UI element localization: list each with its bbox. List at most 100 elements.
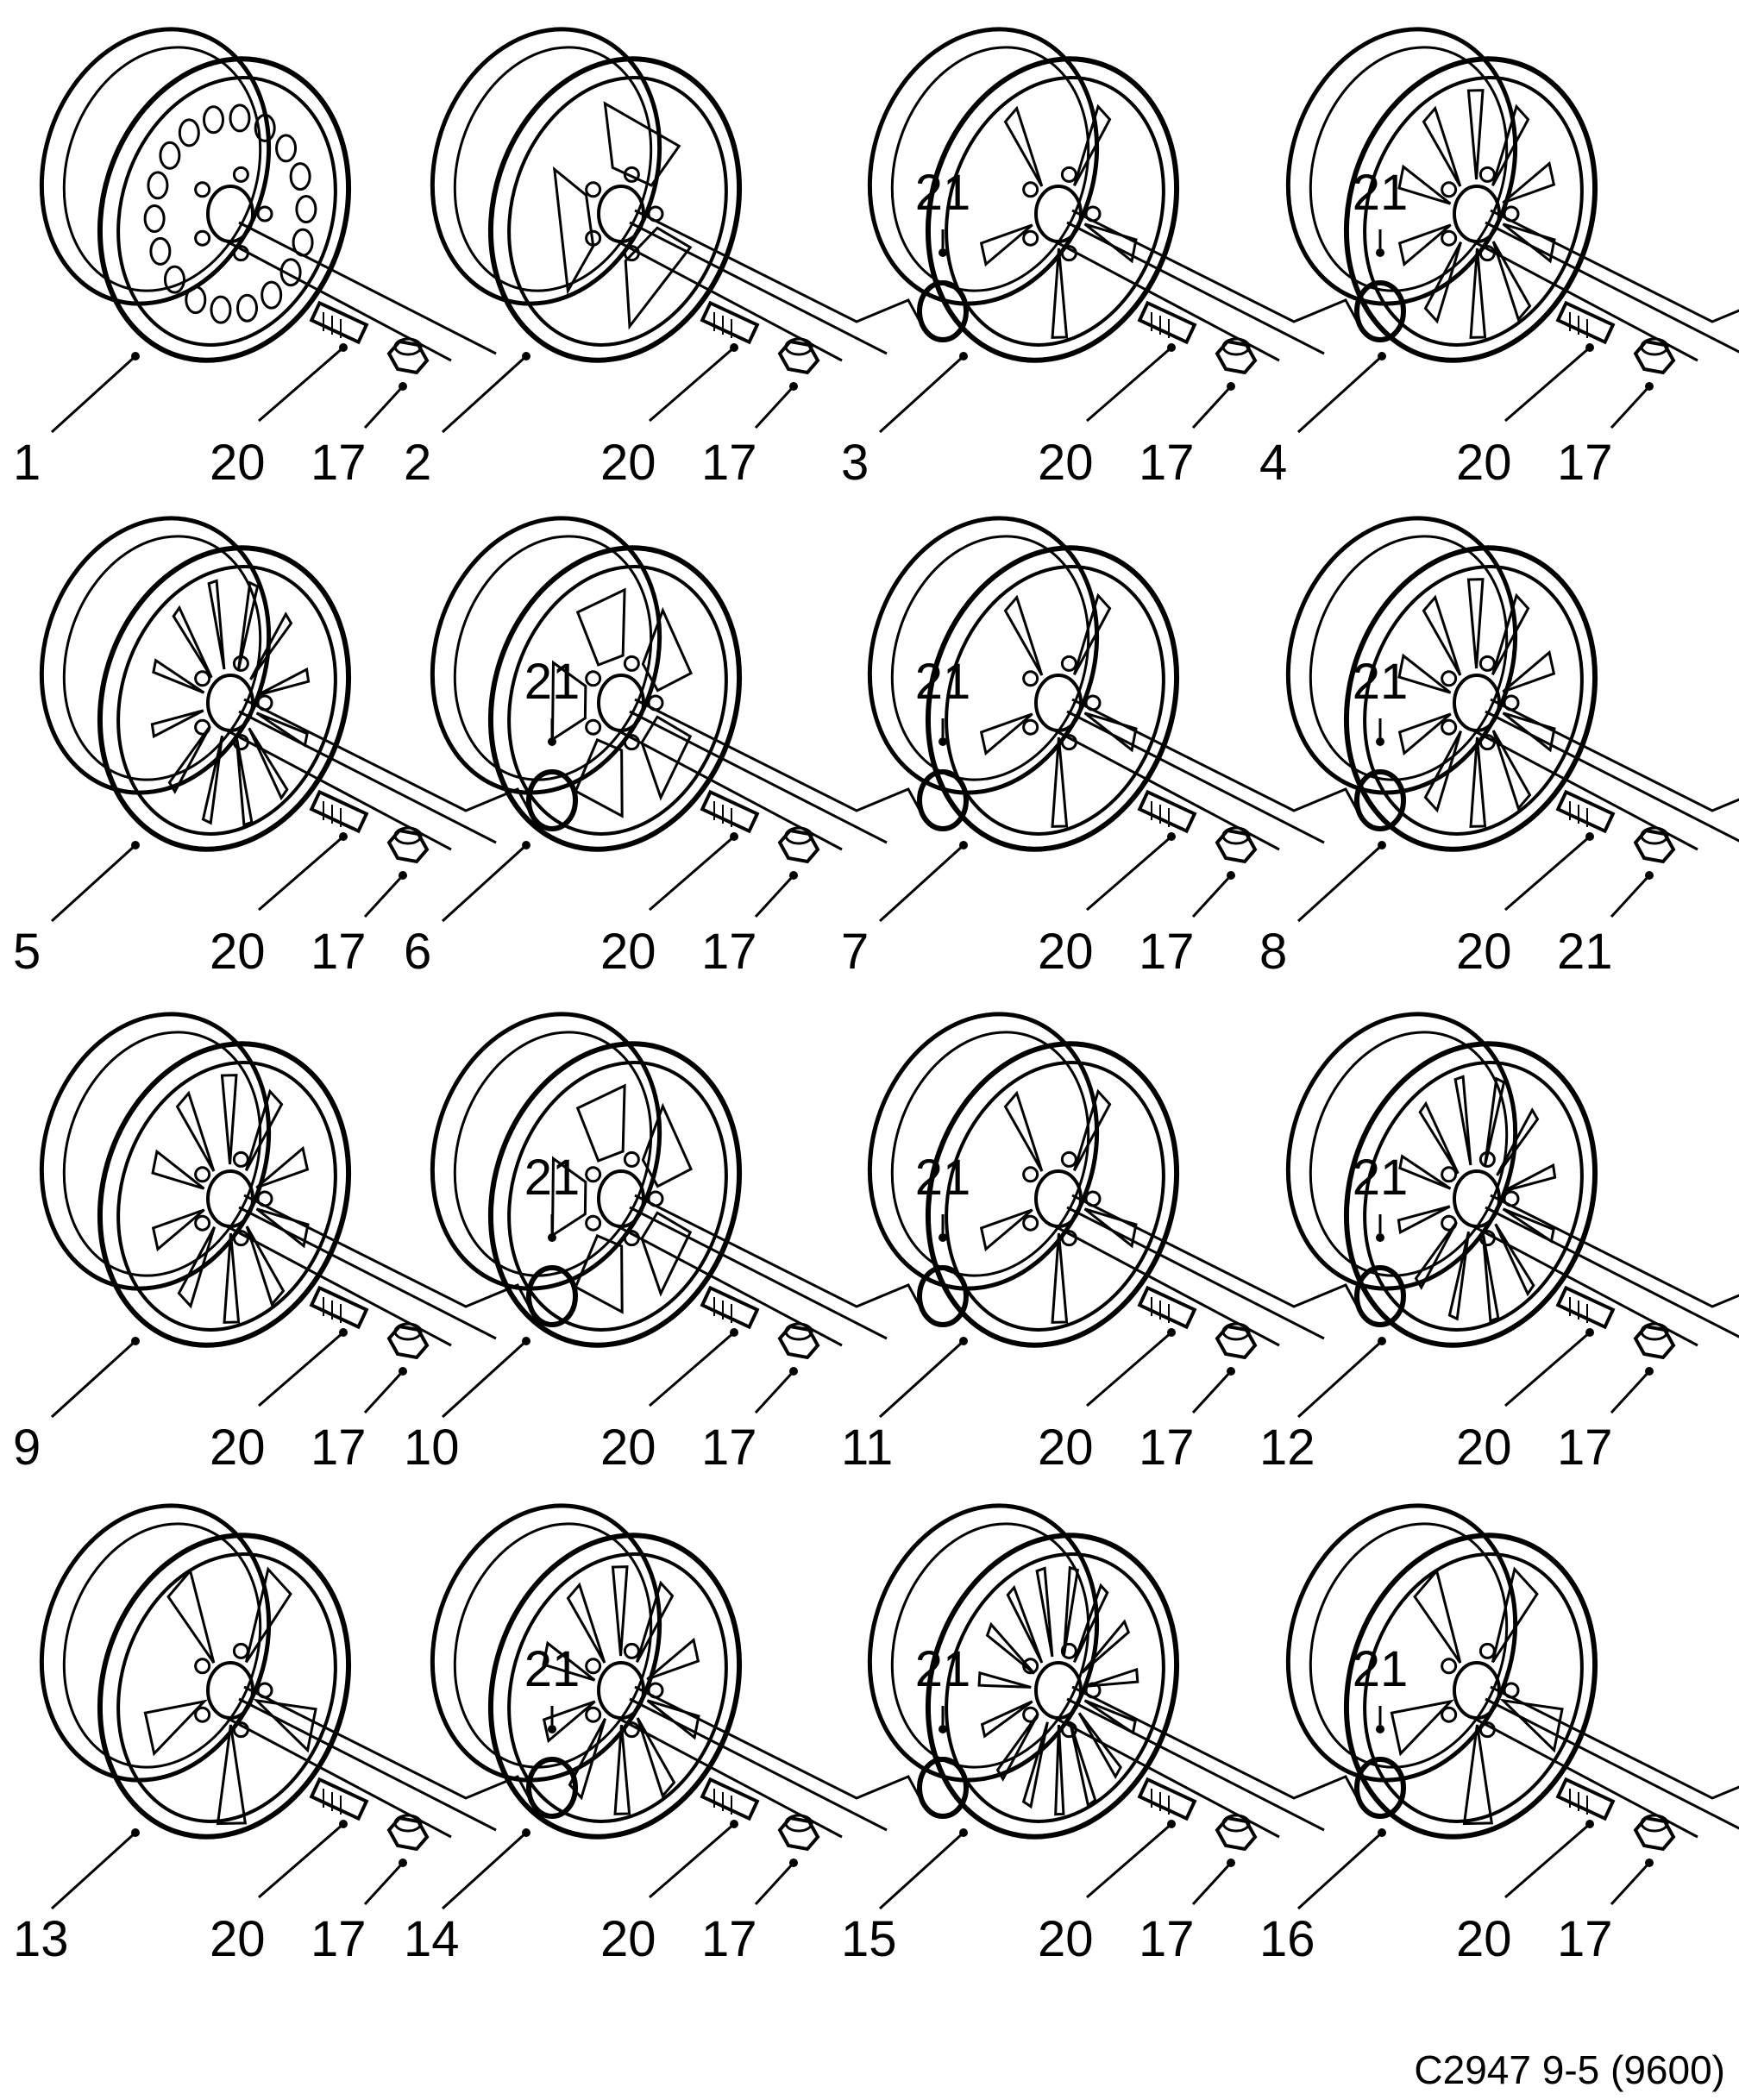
spoke (1068, 1721, 1097, 1808)
wheel-group-12: 21122017 (1259, 1012, 1739, 1476)
spoke (201, 735, 224, 825)
bolt-label: 20 (600, 924, 656, 980)
leader-line (754, 1861, 795, 1906)
wheel-bolt (1137, 300, 1197, 345)
wheel-group-8: 2182021 (1259, 516, 1739, 980)
wheel-rim-inner (116, 1552, 337, 1823)
bolt-cap-top (1640, 1322, 1669, 1341)
wheel-face (151, 1074, 310, 1324)
leader-line (1086, 346, 1172, 423)
wheel-face (979, 592, 1138, 828)
leader-dot (939, 1725, 947, 1733)
leader-dot (1376, 248, 1384, 257)
bolt-thread (323, 1789, 342, 1815)
face-window (603, 101, 681, 187)
explode-line (634, 698, 926, 820)
lug-hole (1022, 670, 1039, 687)
vent-hole (163, 265, 185, 294)
wheel-barrel-inner (1309, 1031, 1509, 1277)
wheel-rim (97, 1533, 352, 1840)
wheel-face (1397, 1075, 1557, 1323)
leader-line (1610, 874, 1651, 918)
explode-line (1485, 1206, 1739, 1338)
wheel-barrel-inner (890, 535, 1090, 781)
wheel-barrel-inner (62, 535, 262, 781)
vent-hole (147, 171, 169, 200)
wheel-number-label: 16 (1259, 1911, 1315, 1967)
wheel-bolt (309, 1285, 369, 1330)
spoke (636, 1717, 676, 1799)
lug-hole (1478, 1150, 1496, 1168)
face-window (550, 660, 587, 743)
face-window (640, 1211, 693, 1297)
wheel-bolt (700, 1285, 760, 1330)
bolt-thread (1151, 312, 1170, 338)
lug-hole (256, 205, 273, 223)
bolt-thread (1569, 312, 1588, 338)
spoke (1077, 1712, 1122, 1780)
bolt-cap-top (1221, 826, 1251, 845)
leader-line (1296, 1831, 1384, 1910)
bolt-cap-top (393, 1322, 423, 1341)
spoke (1502, 160, 1556, 204)
explode-line (1485, 1697, 1739, 1830)
lug-hole (232, 166, 249, 183)
leader-line (363, 874, 405, 918)
lug-hole (585, 718, 602, 736)
hub-bore (206, 185, 254, 243)
spoke (1397, 1205, 1451, 1235)
leader-line (649, 835, 735, 912)
center-ring (526, 1757, 578, 1819)
wheel-rim (487, 1533, 743, 1840)
wheel-rim (925, 545, 1180, 852)
spoke (175, 1090, 216, 1172)
wheel-number-label: 13 (13, 1911, 69, 1967)
wheel-rim (925, 1041, 1180, 1348)
lug-hole (194, 229, 211, 247)
wheel-group-4: 2142017 (1259, 27, 1739, 491)
spoke (151, 1149, 205, 1190)
cap-label: 17 (311, 435, 367, 491)
wheel-number-label: 14 (404, 1911, 460, 1967)
cap-label: 21 (1557, 924, 1613, 980)
wheel-rim-inner (116, 1061, 337, 1332)
spoke (1006, 1584, 1044, 1664)
explode-line (1490, 1194, 1739, 1308)
spoke (1453, 1075, 1472, 1166)
explode-line (1485, 710, 1739, 843)
wheel-number-label: 6 (404, 924, 431, 980)
ring-label: 21 (524, 1641, 581, 1697)
explode-line (243, 698, 536, 820)
wheel-face (143, 1566, 317, 1826)
explode-line (634, 209, 926, 331)
explode-line (629, 710, 888, 844)
diagram-code: C2947 9-5 (9600) (1414, 2047, 1725, 2092)
wheel-rim-inner (945, 1552, 1165, 1823)
bolt-cap-top (1640, 826, 1669, 845)
wheel-barrel-inner (1309, 1522, 1509, 1769)
leader-line (1504, 1331, 1591, 1407)
spoke (979, 712, 1033, 756)
spoke (542, 1700, 596, 1744)
wheel-barrel-inner (890, 46, 1090, 292)
bolt-label: 20 (210, 924, 266, 980)
explode-line (1066, 1697, 1325, 1832)
spoke (1397, 223, 1452, 267)
leader-line (1086, 1822, 1172, 1899)
spoke (1466, 89, 1485, 180)
wheel-rim (487, 56, 743, 363)
leader-dot (1376, 1233, 1384, 1242)
lug-hole (1022, 1214, 1039, 1232)
wheel-rim-inner (945, 565, 1165, 836)
leader-line (258, 1331, 344, 1407)
wheel-bolt (700, 300, 760, 345)
cap-label: 17 (311, 1911, 367, 1967)
bolt-label: 20 (600, 1911, 656, 1967)
lug-hole (585, 1706, 602, 1723)
leader-line (363, 385, 405, 429)
wheel-face (1390, 1566, 1564, 1826)
